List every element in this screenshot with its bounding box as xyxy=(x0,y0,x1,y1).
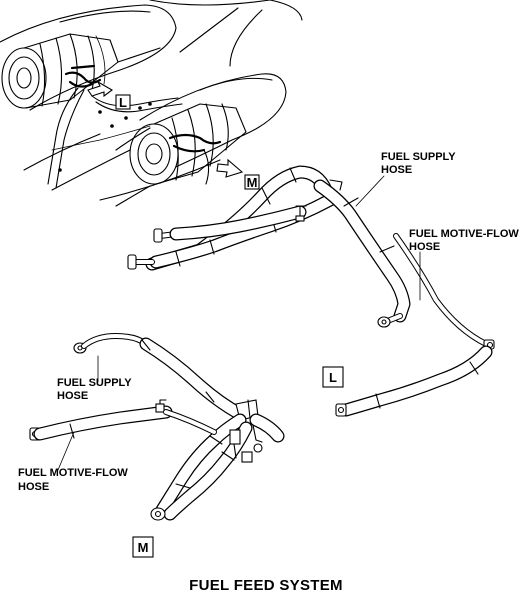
label-fuel-supply-hose-M: FUEL SUPPLY HOSE xyxy=(57,377,132,402)
callout-leaders xyxy=(57,175,421,471)
svg-text:L: L xyxy=(329,370,337,385)
svg-text:FUEL SUPPLY: FUEL SUPPLY xyxy=(381,151,456,163)
svg-text:HOSE: HOSE xyxy=(381,164,412,176)
view-M-hose-assembly xyxy=(29,333,285,521)
svg-text:L: L xyxy=(119,95,127,110)
svg-text:M: M xyxy=(247,175,258,190)
svg-text:FUEL SUPPLY: FUEL SUPPLY xyxy=(57,377,132,389)
view-marker-M-overview: M xyxy=(244,174,260,190)
figure-caption: FUEL FEED SYSTEM xyxy=(189,577,343,594)
label-fuel-motive-flow-hose-L: FUEL MOTIVE-FLOW HOSE xyxy=(409,228,519,253)
view-marker-L-detail: L xyxy=(322,366,344,388)
engine-overview-illustration xyxy=(0,0,303,207)
svg-text:FUEL MOTIVE-FLOW: FUEL MOTIVE-FLOW xyxy=(18,467,128,479)
label-fuel-supply-hose-L: FUEL SUPPLY HOSE xyxy=(381,151,456,176)
svg-text:HOSE: HOSE xyxy=(18,481,49,493)
view-marker-M-detail: M xyxy=(132,536,154,558)
view-marker-L-overview: L xyxy=(115,94,131,110)
svg-text:FUEL MOTIVE-FLOW: FUEL MOTIVE-FLOW xyxy=(409,228,519,240)
label-fuel-motive-flow-hose-M: FUEL MOTIVE-FLOW HOSE xyxy=(18,467,128,493)
svg-text:M: M xyxy=(138,540,149,555)
svg-text:HOSE: HOSE xyxy=(409,241,440,253)
view-L-hose-assembly xyxy=(127,165,495,417)
svg-text:HOSE: HOSE xyxy=(57,390,88,402)
